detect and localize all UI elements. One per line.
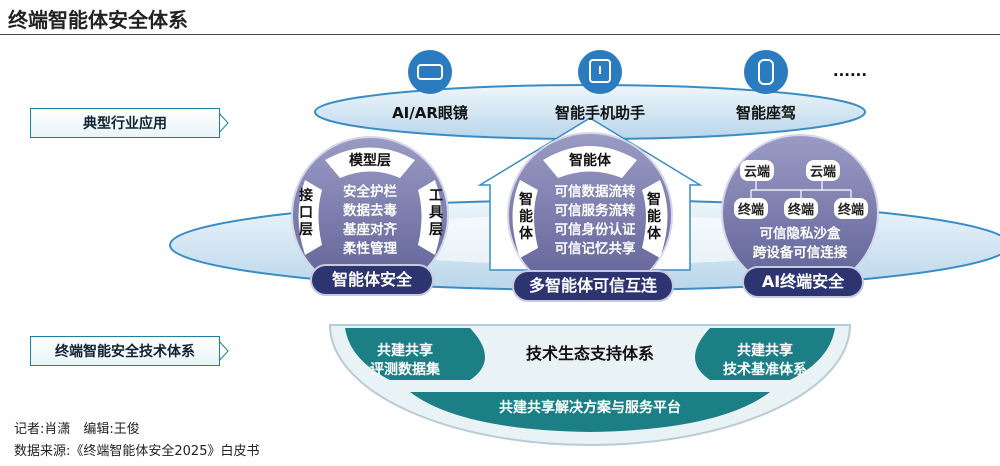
apps-more: ...... [832,62,868,80]
agent-right: 智能体 [647,192,661,242]
phone-assistant-icon [578,50,622,94]
eco-left-segment [345,328,485,380]
multi-agent-pill: 多智能体可信互连 [512,270,674,302]
item: 可信身份认证 [554,222,636,238]
terminal-node: 终端 [734,198,769,219]
item: 可信服务流转 [554,203,636,219]
app-label-glasses: AI/AR眼镜 [392,104,468,122]
agent-security-items: 安全护栏数据去毒基座对齐柔性管理 [330,183,410,259]
cloud-node: 云端 [740,160,775,181]
ecosystem-title: 技术生态支持体系 [525,344,654,363]
title-divider [0,34,1000,35]
multi-agent-items: 可信数据流转可信服务流转可信身份认证可信记忆共享 [545,183,645,259]
eco-bottom: 共建共享解决方案与服务平台 [499,400,681,416]
eco-right: 共建共享 技术基准体系 [723,343,807,378]
terminal-security-pill: AI终端安全 [742,266,864,298]
footer-credit: 记者:肖潇 编辑:王俊 [14,422,140,437]
item: 跨设备可信连接 [752,245,848,261]
cloud-node: 云端 [806,160,841,181]
layer-interface: 接口层 [299,188,313,238]
label-tech-system: 终端智能安全技术体系 [30,336,220,366]
item: 基座对齐 [343,222,397,238]
eco-left: 共建共享 评测数据集 [370,343,440,378]
layer-model: 模型层 [349,153,391,169]
app-label-car: 智能座驾 [735,104,796,122]
item: 可信记忆共享 [554,241,636,257]
page-title: 终端智能体安全体系 [8,8,188,32]
car-icon [744,50,788,94]
layer-tools: 工具层 [429,188,443,238]
terminal-node: 终端 [784,198,819,219]
agent-top: 智能体 [569,153,611,169]
item: 柔性管理 [343,241,397,257]
item: 可信隐私沙盒 [759,226,841,242]
item: 数据去毒 [343,203,397,219]
footer-source: 数据来源:《终端智能体安全2025》白皮书 [14,444,260,459]
app-label-phone: 智能手机助手 [554,104,645,122]
agent-left: 智能体 [519,192,533,242]
eco-right-segment [695,328,835,380]
terminal-node: 终端 [834,198,869,219]
eco-bottom-segment [410,392,770,432]
label-industry-apps: 典型行业应用 [30,108,220,138]
item: 安全护栏 [343,184,397,200]
vr-glasses-icon [408,50,452,94]
agent-security-pill: 智能体安全 [310,264,434,296]
item: 可信数据流转 [554,184,636,200]
terminal-items: 可信隐私沙盒跨设备可信连接 [745,225,855,263]
